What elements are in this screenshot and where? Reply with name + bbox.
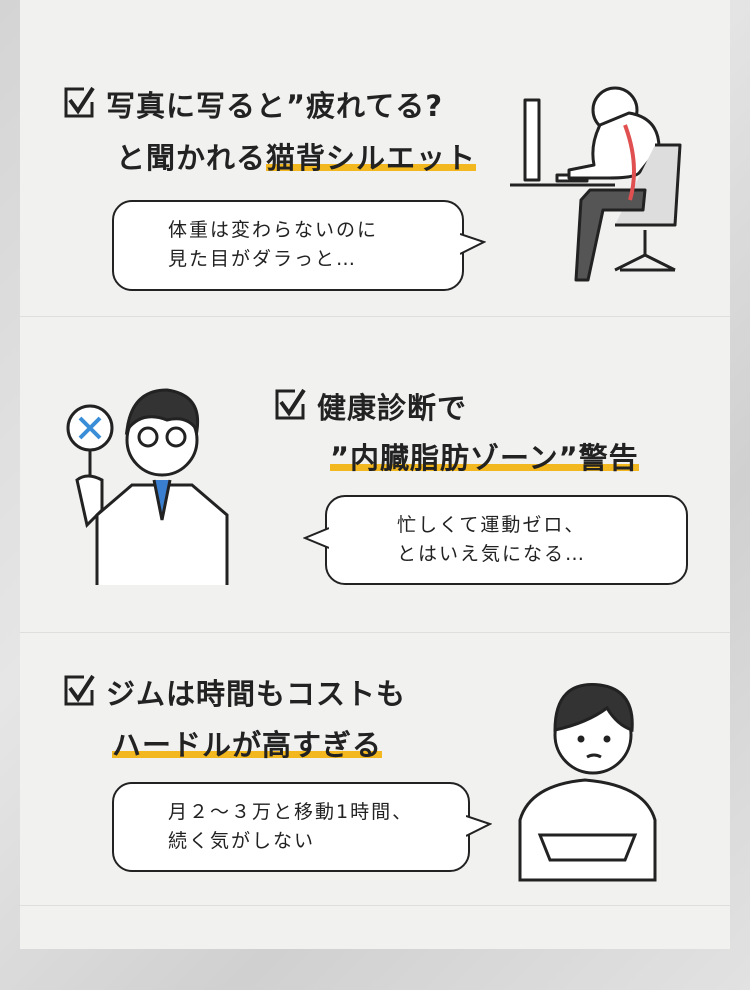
highlighted-text: ”内臓脂肪ゾーン”警告: [330, 441, 639, 475]
divider: [20, 316, 730, 317]
heading-text: 写真に写ると”疲れてる?: [106, 89, 444, 123]
bubble-line: 月２～３万と移動1時間、: [168, 801, 414, 823]
speech-bubble: 月２～３万と移動1時間、 続く気がしない: [112, 782, 470, 872]
bubble-line: 見た目がダラっと…: [168, 248, 358, 270]
bubble-tail: [460, 233, 486, 255]
highlighted-text: ハードルが高すぎる: [112, 728, 383, 762]
divider: [20, 632, 730, 633]
checkbox-icon: [64, 86, 95, 118]
bubble-line: 続く気がしない: [168, 830, 316, 852]
section3-heading-line2: ハードルが高すぎる: [112, 719, 383, 771]
bubble-tail: [466, 815, 492, 837]
arms-crossed-man-illustration: [518, 683, 657, 882]
bottom-strip: [0, 990, 750, 996]
bubble-line: 忙しくて運動ゼロ、: [397, 514, 586, 536]
bubble-tail: [303, 527, 329, 549]
speech-bubble: 体重は変わらないのに 見た目がダラっと…: [112, 200, 464, 291]
bubble-line: 体重は変わらないのに: [168, 219, 379, 241]
section1-heading-line1: 写真に写ると”疲れてる?: [62, 80, 443, 132]
divider: [20, 905, 730, 906]
heading-text: 健康診断で: [317, 391, 468, 425]
section1-heading-line2: と聞かれる猫背シルエット: [116, 132, 477, 184]
heading-text: と聞かれる: [116, 141, 267, 175]
section2-heading-line2: ”内臓脂肪ゾーン”警告: [330, 432, 639, 484]
section3-heading-line1: ジムは時間もコストも: [62, 668, 406, 720]
section2-heading-line1: 健康診断で: [273, 382, 467, 434]
highlighted-text: 猫背シルエット: [266, 141, 477, 175]
speech-bubble: 忙しくて運動ゼロ、 とはいえ気になる…: [325, 495, 688, 585]
doctor-illustration: [66, 388, 229, 585]
bubble-line: とはいえ気になる…: [397, 543, 587, 565]
checkbox-icon: [64, 674, 95, 706]
checkbox-icon: [275, 388, 306, 420]
heading-text: ジムは時間もコストも: [106, 677, 407, 711]
hunched-person-illustration: [510, 86, 682, 282]
